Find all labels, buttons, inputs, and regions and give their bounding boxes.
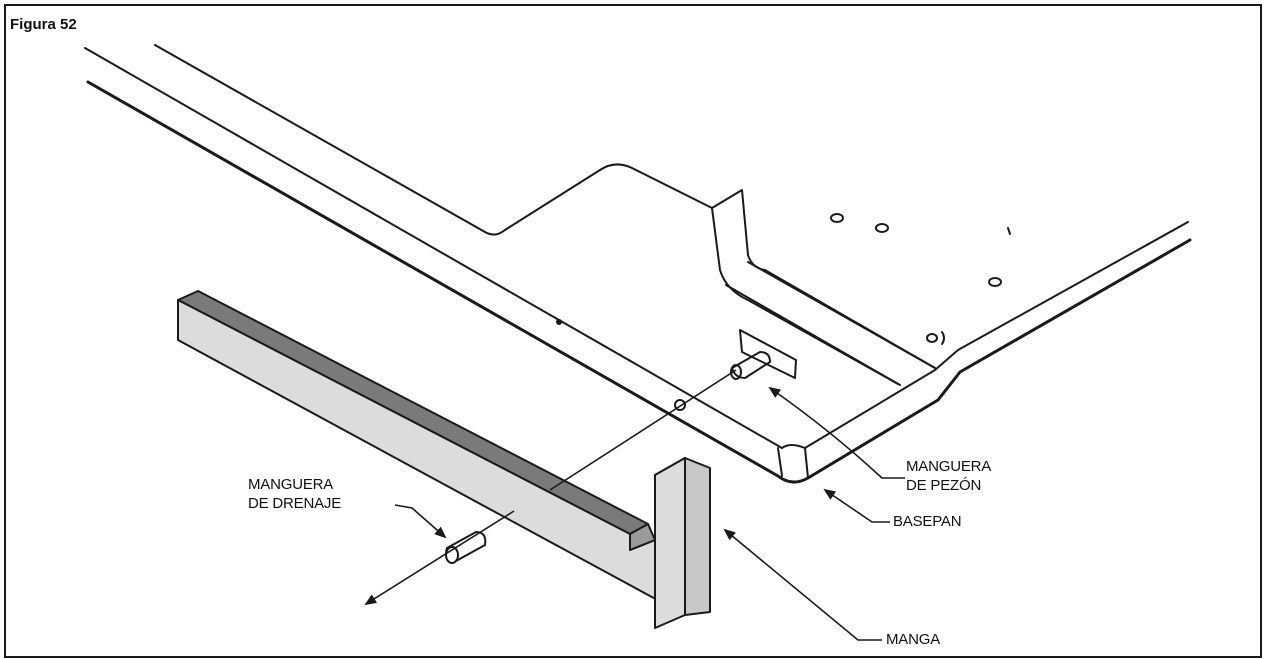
- assembly-line: [549, 369, 737, 491]
- nipple-plate: [739, 329, 797, 379]
- hole: [988, 277, 1002, 287]
- drain-hole: [674, 399, 686, 411]
- basepan-corner: [777, 444, 809, 479]
- leader-basepan: [823, 488, 890, 523]
- basepan-edge-bottom: [86, 80, 1192, 484]
- leader-drain: [394, 504, 447, 539]
- basepan-edge-top: [84, 47, 783, 449]
- basepan-outer-edge: [154, 44, 713, 236]
- hole-mark: [1007, 227, 1011, 235]
- drain-line: [364, 510, 515, 606]
- label-sleeve: MANGA: [886, 631, 941, 648]
- nipple-body: [731, 351, 771, 379]
- label-nipple-hose: MANGUERA DE PEZÓN: [906, 458, 992, 494]
- sleeve-vertical-side: [684, 457, 711, 616]
- sleeve-vertical-shadow: [629, 523, 656, 551]
- sleeve-mark: [556, 319, 562, 325]
- label-drain-hose: MANGUERA DE DRENAJE: [248, 476, 342, 512]
- figure-title: Figura 52: [10, 16, 77, 33]
- sleeve-front-face: [177, 299, 686, 616]
- basepan-flange-front: [711, 207, 899, 385]
- basepan-channel: [725, 261, 936, 386]
- leader-nipple: [768, 386, 905, 479]
- hole: [830, 213, 844, 223]
- basepan-right-edge: [804, 221, 1189, 449]
- hole: [926, 333, 938, 343]
- sleeve-vertical-front: [654, 457, 686, 629]
- label-basepan: BASEPAN: [893, 513, 962, 530]
- leader-sleeve: [723, 528, 882, 641]
- hole: [875, 223, 889, 233]
- hole-mark: [941, 331, 945, 345]
- nipple-tip: [730, 364, 742, 380]
